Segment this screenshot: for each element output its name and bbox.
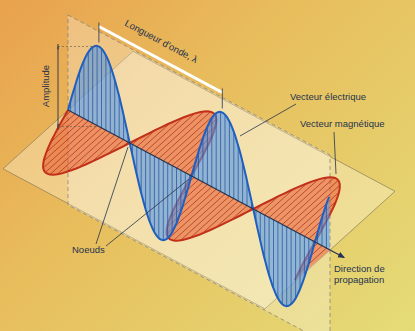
hatch-line <box>326 204 327 248</box>
hatch-line <box>295 232 296 299</box>
guide-line <box>58 126 99 127</box>
hatch-line <box>216 113 217 189</box>
hatch-line <box>202 201 238 233</box>
guide-line <box>58 46 99 47</box>
leader-line <box>96 147 128 244</box>
hatch-line <box>150 154 151 223</box>
hatch-line <box>119 96 120 137</box>
hatch-line <box>50 128 102 175</box>
hatch-line <box>97 46 98 126</box>
leader-line <box>106 179 189 246</box>
hatch-line <box>101 49 102 128</box>
hatch-line <box>141 149 142 193</box>
hatch-line <box>264 215 265 259</box>
hatch-line <box>300 234 301 289</box>
hatch-line <box>211 118 212 187</box>
hatch-line <box>172 166 173 233</box>
hatch-line <box>79 135 115 168</box>
hatch-line <box>57 130 106 174</box>
hatch-line <box>45 126 97 173</box>
hatch-line <box>225 115 226 194</box>
hatch-line <box>242 162 243 203</box>
hatch-line <box>233 132 234 199</box>
hatch-line <box>146 118 184 152</box>
hatch-line <box>105 55 106 130</box>
propagation-axis <box>68 110 344 258</box>
hatch-line <box>46 119 84 153</box>
hatch-line <box>180 170 181 211</box>
hatch-line <box>286 227 287 306</box>
hatch-line <box>150 114 195 154</box>
hatch-line <box>274 180 319 220</box>
hatch-line <box>57 114 75 131</box>
hatch-line <box>282 225 283 305</box>
propagation-label: Direction de propagation <box>334 264 406 286</box>
magnetic-vector-label: Vecteur magnétique <box>300 119 385 130</box>
hatch-line <box>154 156 155 232</box>
hatch-line <box>88 52 89 121</box>
hatch-line <box>67 133 110 172</box>
nodes-label: Noeuds <box>72 245 105 256</box>
hatch-line <box>202 138 203 182</box>
hatch-line <box>291 229 292 304</box>
wave-fill <box>68 46 330 306</box>
wavelength-tick <box>222 89 223 109</box>
hatch-line <box>167 163 168 238</box>
amplitude-bar <box>58 47 59 127</box>
hatch-line <box>269 218 270 276</box>
hatch-line <box>145 152 146 210</box>
hatch-line <box>51 116 80 142</box>
hatch-line <box>83 61 84 119</box>
hatch-line <box>229 121 230 196</box>
hatch-line <box>176 168 177 223</box>
wavelength-tick <box>98 23 99 43</box>
hatch-line <box>269 184 307 218</box>
hatch-line <box>265 189 294 215</box>
hatch-line <box>158 159 159 239</box>
hatch-line <box>273 220 274 289</box>
wave-curve <box>68 46 329 306</box>
hatch-line <box>304 236 305 277</box>
hatch-line <box>238 146 239 201</box>
amplitude-label: Amplitude <box>41 65 52 107</box>
leader-line <box>334 132 336 174</box>
hatch-line <box>163 161 164 240</box>
vertical-plane <box>68 15 330 331</box>
hatch-line <box>141 123 170 149</box>
hatch-line <box>190 199 233 238</box>
hatch-line <box>110 66 111 133</box>
hatch-line <box>207 127 208 185</box>
leader-line <box>240 104 296 136</box>
hatch-line <box>181 196 230 240</box>
electric-wave <box>68 46 330 306</box>
hatch-line <box>287 180 339 227</box>
hatch-line <box>296 192 339 231</box>
guides <box>58 23 344 258</box>
hatch-line <box>277 222 278 298</box>
hatch-line <box>220 112 221 192</box>
electric-vector-label: Vecteur électrique <box>290 92 366 103</box>
hatch-line <box>79 72 80 116</box>
hatch-line <box>114 80 115 135</box>
hatch-line <box>92 47 93 123</box>
